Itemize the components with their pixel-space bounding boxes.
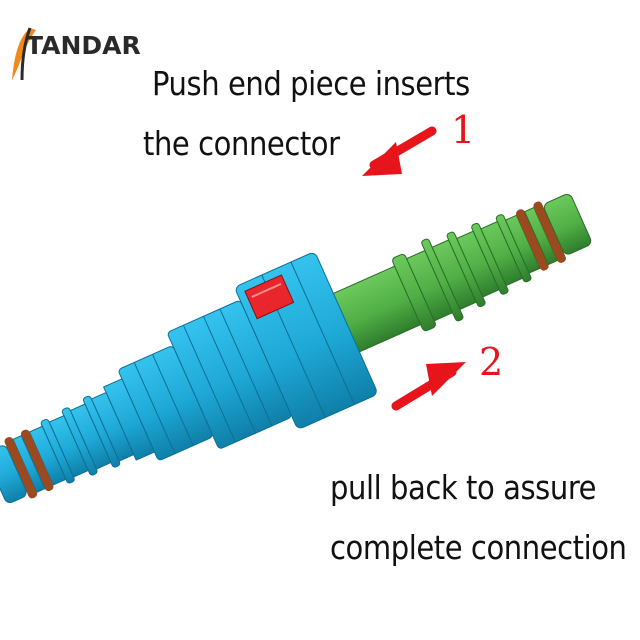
arrow-left-icon	[362, 126, 437, 176]
push-instruction-line2: the connector	[143, 124, 340, 163]
o-ring	[533, 201, 566, 263]
brand-logo: TANDAR	[26, 31, 141, 60]
step-number-1: 1	[451, 108, 476, 152]
o-ring	[4, 436, 38, 499]
arrow-right-icon	[391, 362, 466, 411]
o-ring	[20, 429, 54, 492]
step-number-2: 2	[479, 340, 504, 384]
push-instruction-line1: Push end piece inserts	[152, 64, 470, 103]
brand-logo-mark	[12, 27, 36, 81]
red-latch	[244, 274, 295, 320]
end-piece	[330, 193, 592, 354]
connector-body	[0, 252, 377, 504]
quick-connector-assembly	[0, 193, 592, 504]
o-ring	[516, 209, 549, 271]
pull-instruction-line2: complete connection	[330, 528, 627, 567]
pull-instruction-line1: pull back to assure	[330, 468, 597, 507]
